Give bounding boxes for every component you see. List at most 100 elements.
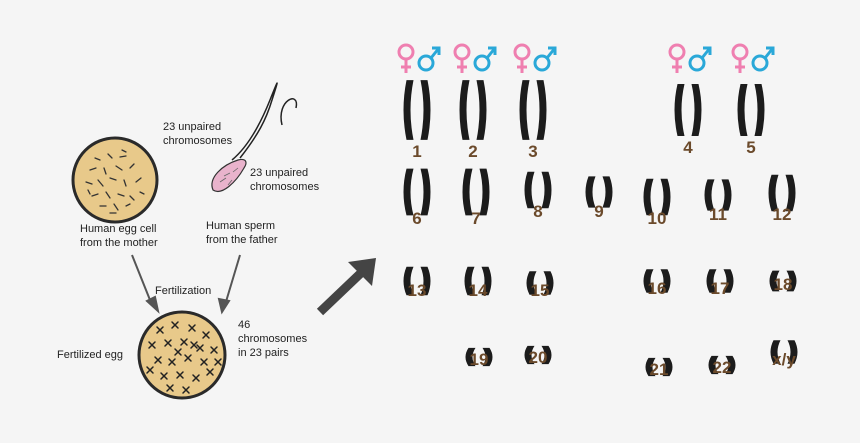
chromosome-pair-3: [519, 80, 547, 140]
pair-number-11: 11: [709, 204, 727, 224]
chromosome: [645, 357, 656, 377]
pair-number-3: 3: [528, 141, 538, 161]
sex-symbols: [397, 43, 775, 73]
chromosome: [723, 269, 734, 293]
male-symbol-icon: [751, 54, 769, 72]
chromosome: [465, 347, 476, 367]
chromosome-pair-17: [706, 269, 734, 293]
sex-symbol-pair: [668, 43, 712, 73]
chromosome: [543, 271, 554, 295]
chromosome: [769, 270, 780, 292]
male-symbol-icon: [417, 54, 435, 72]
chromosome: [786, 270, 797, 292]
chromosome: [585, 176, 596, 208]
chromosome-pair-14: [464, 266, 492, 296]
pair-number-17: 17: [710, 278, 730, 298]
chromosome-pair-16: [643, 269, 671, 293]
female-symbol-icon: [668, 43, 686, 61]
pair-number-21: 21: [649, 360, 669, 380]
pair-number-4: 4: [683, 138, 693, 157]
chromosome: [476, 80, 487, 140]
chromosome-pair-20: [524, 345, 552, 365]
zygote-chromosomes: [146, 321, 222, 394]
pair-number-5: 5: [746, 138, 756, 157]
pair-number-10: 10: [647, 209, 667, 229]
pair-number-2: 2: [468, 141, 478, 161]
chromosome: [536, 80, 547, 140]
chromosome: [662, 357, 673, 377]
pair-number-15: 15: [530, 280, 550, 300]
chromosome: [674, 84, 685, 136]
chromosome: [602, 176, 613, 208]
female-symbol-icon: [453, 43, 471, 61]
chromosome: [643, 269, 654, 293]
zygote-count-label: 46 chromosomes in 23 pairs: [238, 319, 308, 359]
chromosome: [770, 340, 781, 364]
chromosome-pair-15: [526, 271, 554, 295]
egg-chromosomes: [85, 149, 145, 214]
egg-count-label: 23 unpaired chromosomes: [163, 121, 233, 147]
sex-symbol-pair: [731, 43, 775, 73]
chromosome: [479, 168, 490, 216]
chromosome-pair-2: [459, 80, 487, 140]
chromosome: [706, 269, 717, 293]
pair-number-16: 16: [647, 278, 667, 298]
chromosome-pair-1: [403, 80, 431, 140]
pair-number-19: 19: [469, 350, 489, 370]
big-arrow: [316, 258, 376, 316]
chromosome: [725, 355, 736, 375]
pair-number-6: 6: [412, 209, 422, 229]
chromosome-pair-18: [769, 270, 797, 292]
sex-symbol-pair: [397, 43, 441, 73]
chromosome: [420, 168, 431, 216]
chromosome-pair-22: [708, 355, 736, 375]
chromosome: [660, 178, 671, 216]
chromosome-pair-9: [585, 176, 613, 208]
chromosome: [541, 171, 552, 209]
chromosome: [785, 174, 796, 212]
fertilized-egg: [137, 310, 227, 400]
female-symbol-icon: [397, 43, 415, 61]
chromosome: [737, 84, 748, 136]
chromosome: [691, 84, 702, 136]
pair-number-12: 12: [772, 205, 792, 225]
chromosome: [524, 345, 535, 365]
male-symbol-icon: [688, 54, 706, 72]
fertilized-egg-label: Fertilized egg: [57, 349, 124, 361]
pair-number-xy: x/y: [772, 349, 796, 369]
chromosome: [459, 80, 470, 140]
female-symbol-icon: [731, 43, 749, 61]
chromosome: [519, 80, 530, 140]
chromosome: [526, 271, 537, 295]
sperm-caption: Human sperm from the father: [206, 220, 278, 246]
chromosome: [704, 179, 715, 211]
egg-caption: Human egg cell from the mother: [80, 223, 158, 249]
chromosome-pair-13: [403, 266, 431, 296]
chromosome: [643, 178, 654, 216]
pair-number-18: 18: [773, 275, 793, 295]
chromosome: [464, 266, 475, 296]
chromosome: [787, 340, 798, 364]
chromosome: [768, 174, 779, 212]
chromosome-pair-5: [737, 84, 765, 136]
pair-number-1: 1: [412, 141, 422, 161]
chromosome-pair-12: [768, 174, 796, 212]
pair-number-13: 13: [407, 281, 427, 301]
pair-number-14: 14: [468, 281, 488, 301]
chromosome-pair-xy: [770, 340, 798, 364]
sex-symbol-pair: [453, 43, 497, 73]
pair-number-9: 9: [594, 201, 604, 221]
chromosome: [403, 266, 414, 296]
chromosome: [708, 355, 719, 375]
chromosome-pair-7: [462, 168, 490, 216]
female-symbol-icon: [513, 43, 531, 61]
sperm-cell: [211, 82, 298, 192]
chromosome: [524, 171, 535, 209]
chromosome-pair-21: [645, 357, 673, 377]
sex-symbol-pair: [513, 43, 557, 73]
chromosome: [462, 168, 473, 216]
chromosome-pair-6: [403, 168, 431, 216]
chromosome: [482, 347, 493, 367]
chromosome: [420, 266, 431, 296]
